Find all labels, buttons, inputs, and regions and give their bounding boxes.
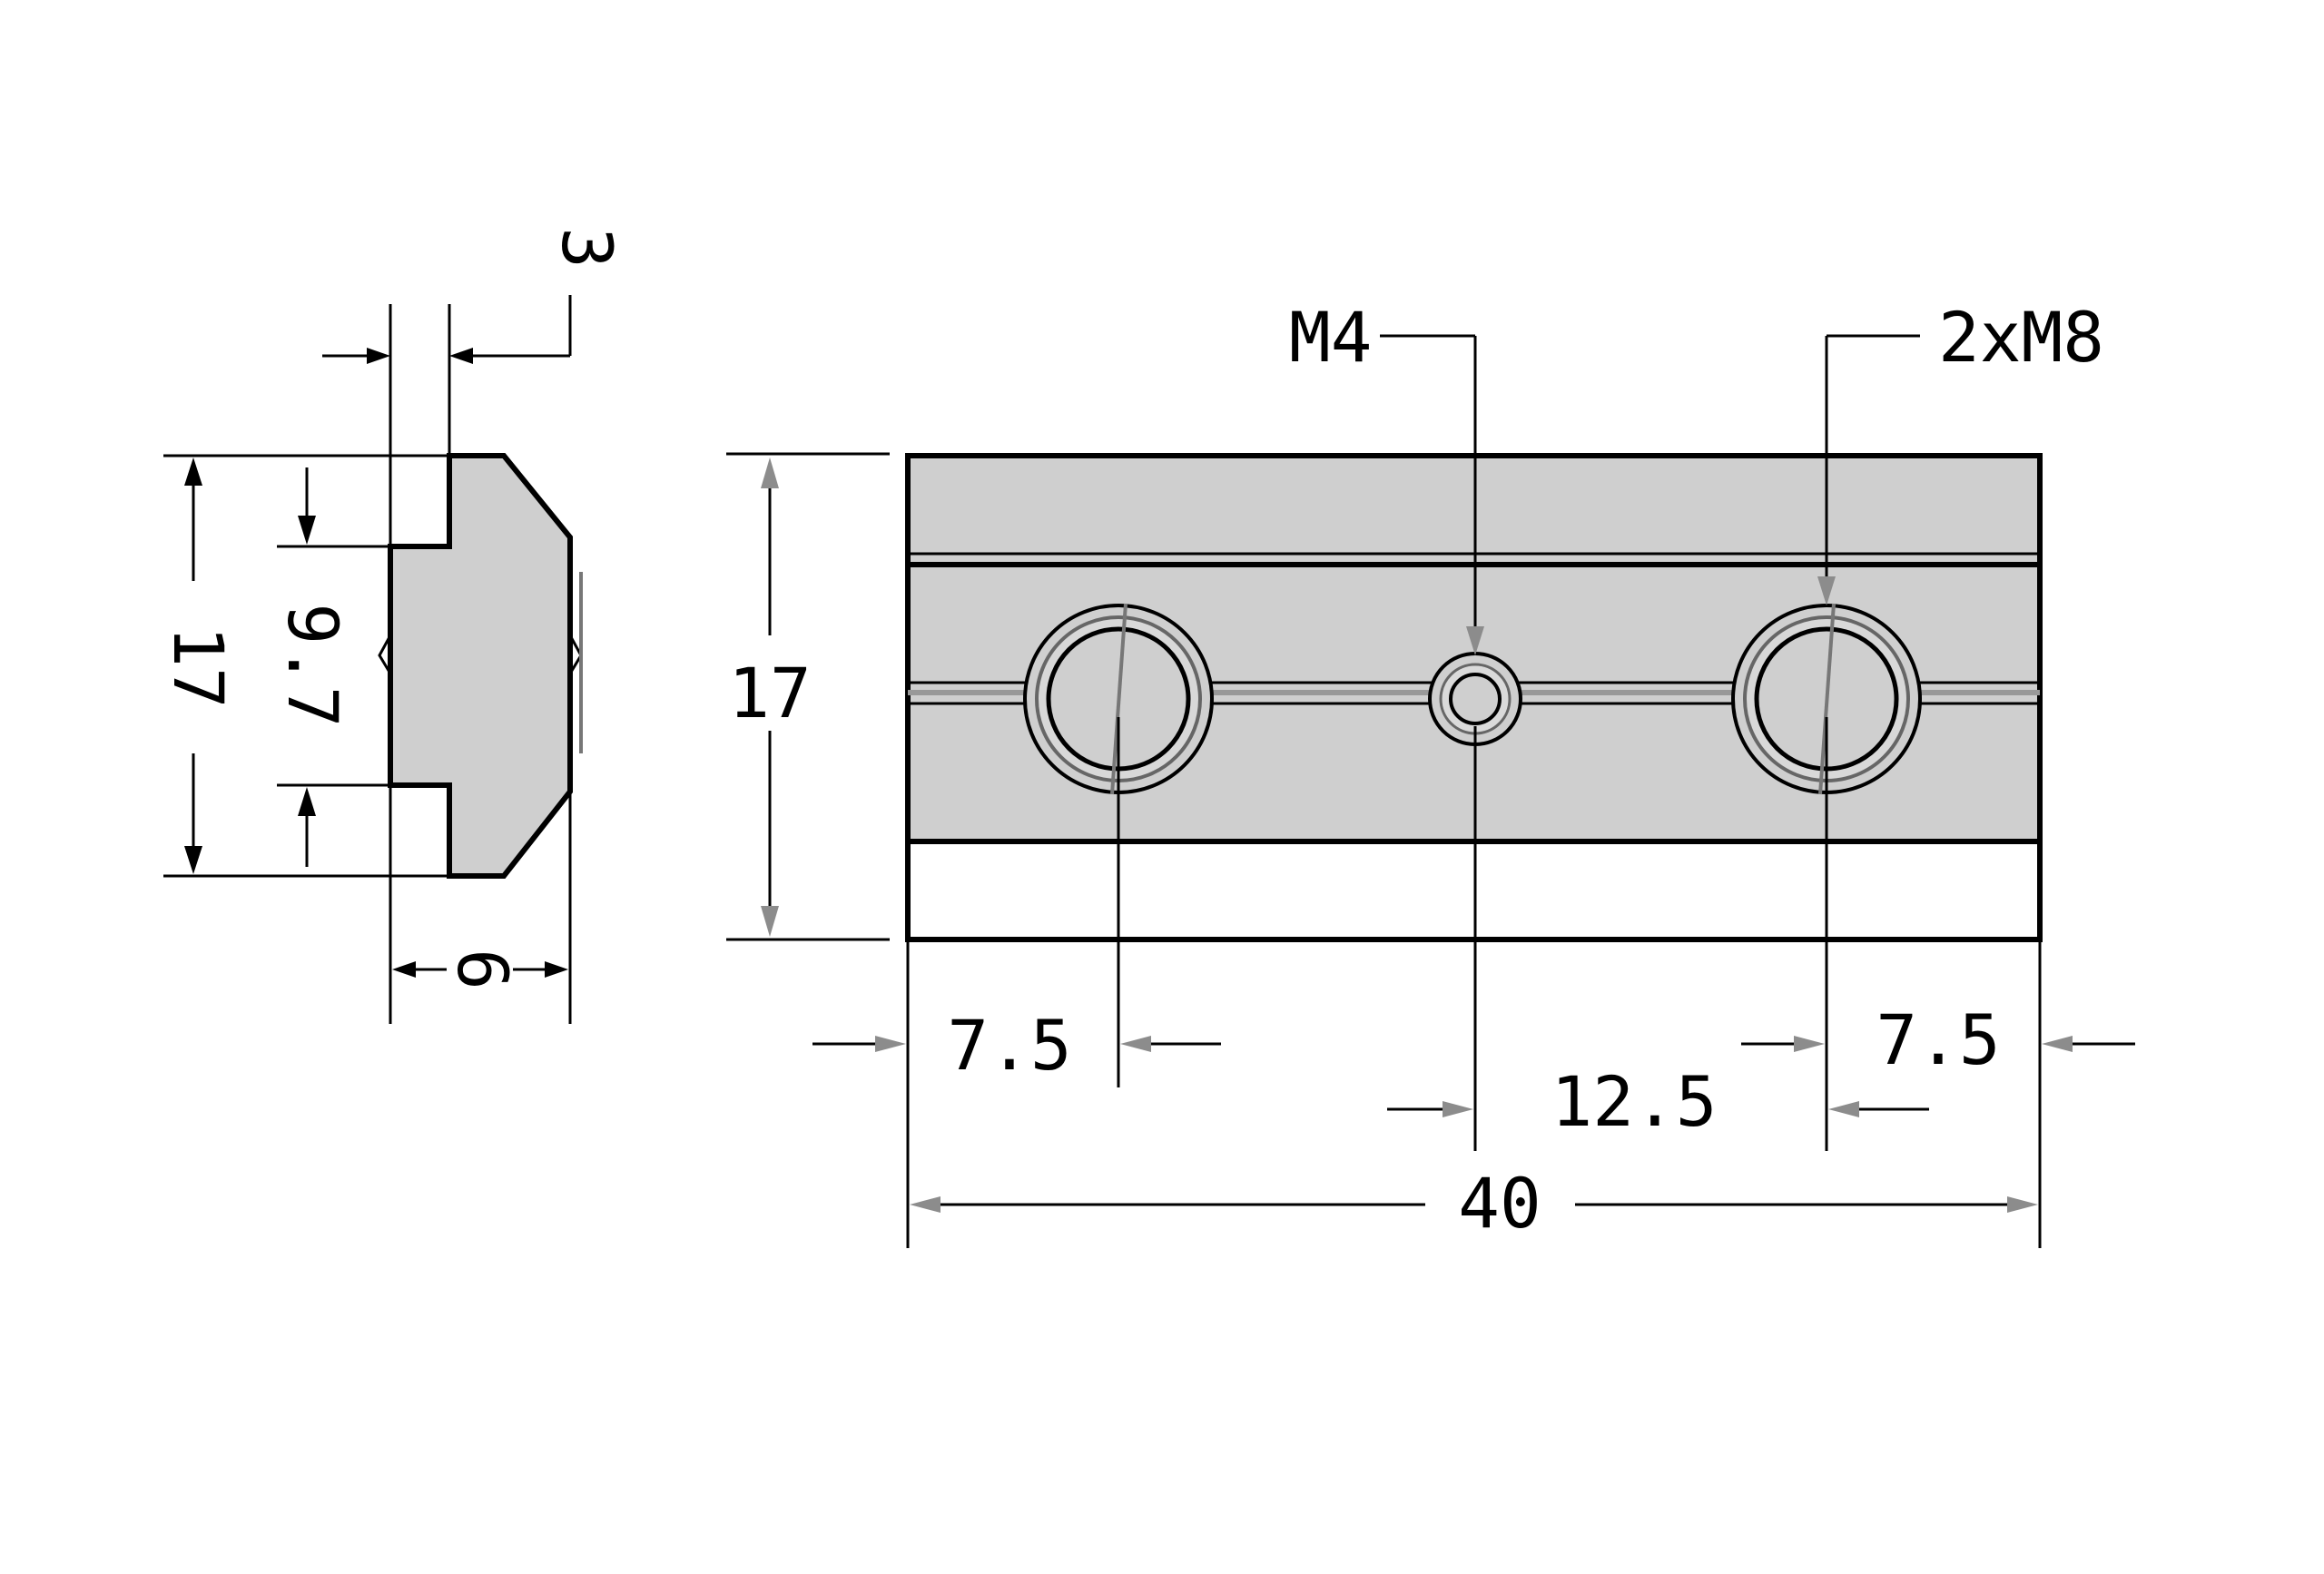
dim-7-5-left-text: 7.5	[947, 1005, 1071, 1086]
m4-hole	[1428, 652, 1522, 746]
dim-6-arrow-left	[392, 961, 416, 978]
dim-17-front-arrow-top	[761, 457, 779, 488]
dim-40-arrow-right	[2007, 1196, 2038, 1213]
dim-9-7-text: 9.7	[272, 603, 353, 727]
m8-label: 2xM8	[1938, 297, 2104, 378]
m4-leader-arrow	[1466, 626, 1484, 655]
dim-7-5-left-arrow-b	[1120, 1036, 1151, 1052]
dim-7-5-left-arrow-a	[875, 1036, 906, 1052]
dim-17-side-arrow-top	[184, 457, 202, 486]
dim-12-5-arrow-a	[1443, 1101, 1473, 1117]
side-view: 3 17 9.7 6	[158, 227, 627, 1024]
dim-17-front-arrow-bottom	[761, 906, 779, 937]
dim-6-arrow-right	[545, 961, 568, 978]
dim-17-side-arrow-bottom	[184, 846, 202, 874]
dim-6-text: 6	[442, 949, 523, 990]
dim-3-arrow-right	[449, 348, 473, 364]
side-profile-shape	[388, 453, 573, 879]
dim-12-5-text: 12.5	[1551, 1061, 1717, 1142]
dim-40-arrow-left	[910, 1196, 940, 1213]
dim-7-5-right-arrow-a	[1794, 1036, 1825, 1052]
dim-17-side-text: 17	[158, 625, 239, 709]
dim-17-front-text: 17	[728, 653, 812, 733]
dim-3-text: 3	[547, 227, 627, 269]
dim-3-arrow-left	[367, 348, 390, 364]
dim-7-5-right-text: 7.5	[1876, 999, 2000, 1080]
dim-40-text: 40	[1458, 1163, 1541, 1244]
dim-7-5-right-arrow-b	[2042, 1036, 2073, 1052]
dim-12-5-arrow-b	[1828, 1101, 1859, 1117]
front-view: M4 2xM8 17 7.5 7.5	[726, 297, 2135, 1248]
dim-9-7-arrow-bottom	[298, 787, 316, 816]
dim-9-7-arrow-top	[298, 516, 316, 545]
m4-label: M4	[1289, 297, 1373, 378]
m8-hole-right	[1731, 603, 1922, 795]
side-profile-notch-left	[378, 635, 392, 674]
m8-leader-arrow	[1817, 576, 1836, 605]
